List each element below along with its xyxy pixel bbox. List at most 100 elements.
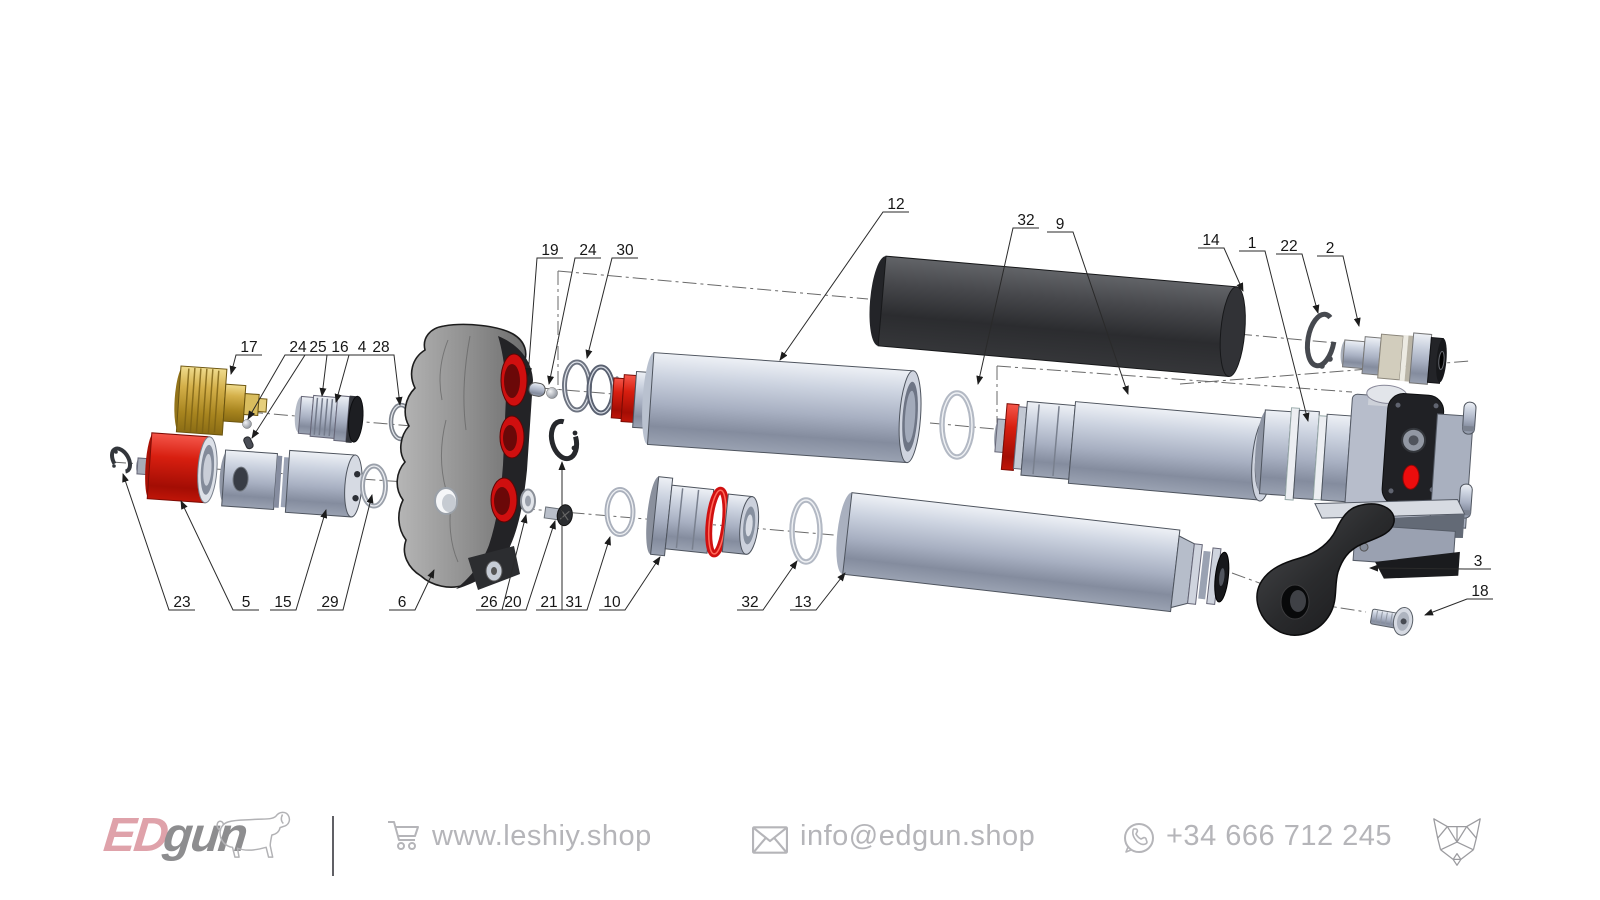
callout-4: 4 <box>358 339 367 356</box>
cart-icon <box>388 821 419 850</box>
leader-line <box>536 461 566 611</box>
callout-13: 13 <box>794 594 811 611</box>
part-31-oring <box>604 487 636 537</box>
part-18-screw <box>1369 606 1414 636</box>
email-link[interactable]: info@edgun.shop <box>800 820 1036 852</box>
part-2-fill-probe <box>1340 332 1447 385</box>
part-5-red-piston <box>135 432 218 504</box>
part-32-oring-bottom <box>789 497 823 565</box>
footer-divider <box>332 816 334 876</box>
leader-line <box>1198 247 1244 292</box>
callout-12: 12 <box>887 196 904 213</box>
callout-30: 30 <box>616 242 634 259</box>
leader-line <box>368 354 403 406</box>
callout-23: 23 <box>173 594 190 611</box>
callout-28: 28 <box>372 339 389 356</box>
part-16-4-hammer <box>294 394 364 443</box>
callout-32-top: 32 <box>1017 212 1034 229</box>
callout-21: 21 <box>540 594 557 611</box>
part-17-gold-cap <box>174 365 268 436</box>
leader-line <box>547 257 601 385</box>
callout-18: 18 <box>1471 583 1488 600</box>
leader-line <box>122 473 195 611</box>
leader-line <box>779 211 909 361</box>
website-link[interactable]: www.leshiy.shop <box>432 820 652 852</box>
part-24-ball-top <box>546 387 558 399</box>
callout-3: 3 <box>1474 553 1483 570</box>
callout-labels: 19 24 30 12 32 9 14 1 22 2 17 24 25 16 4… <box>173 196 1488 611</box>
exploded-diagram: 19 24 30 12 32 9 14 1 22 2 17 24 25 16 4… <box>109 196 1493 636</box>
callout-29: 29 <box>321 594 338 611</box>
leader-line <box>1239 250 1310 422</box>
leader-line <box>180 500 259 611</box>
leader-line <box>1276 253 1320 314</box>
callout-17: 17 <box>240 339 257 356</box>
leader-line <box>1424 598 1493 616</box>
leader-line <box>585 257 638 359</box>
part-14-shroud-tube <box>869 255 1246 378</box>
leader-line <box>317 494 374 611</box>
leader-lines <box>122 211 1493 616</box>
whatsapp-icon <box>1124 823 1154 853</box>
part-1-breech-block <box>1254 384 1477 579</box>
leader-line <box>790 572 846 611</box>
footer: EDgun www.leshiy.shop info@edgun.shop +3… <box>0 768 1600 900</box>
leader-line <box>251 354 331 439</box>
part-30-orings <box>562 359 616 416</box>
part-29-oring <box>360 463 388 509</box>
part-15-cylinder <box>219 449 363 518</box>
phone-link[interactable]: +34 666 712 245 <box>1166 820 1393 852</box>
callout-31: 31 <box>565 594 582 611</box>
part-32-oring-top <box>939 390 975 460</box>
leader-line <box>1317 255 1361 327</box>
centerlines <box>111 270 1471 613</box>
callout-1: 1 <box>1248 235 1257 252</box>
leader-line <box>599 556 661 611</box>
leader-line <box>976 227 1039 385</box>
part-21-circlip <box>548 418 580 462</box>
callout-22: 22 <box>1280 238 1297 255</box>
callout-26: 26 <box>480 594 497 611</box>
part-20-screw <box>543 504 573 527</box>
callout-24-left: 24 <box>289 339 307 356</box>
part-23-circlip <box>109 446 133 474</box>
callout-10: 10 <box>603 594 621 611</box>
callout-19: 19 <box>541 242 558 259</box>
callout-15: 15 <box>274 594 291 611</box>
part-24-ball <box>242 419 252 429</box>
part-13-barrel-tube <box>836 492 1230 613</box>
leader-line <box>334 354 375 403</box>
leader-line <box>1369 564 1491 572</box>
part-3-cocking-handle <box>1256 503 1395 636</box>
callout-32-bottom: 32 <box>741 594 758 611</box>
part-26-washer <box>520 488 536 514</box>
leader-line <box>737 560 798 611</box>
leader-line <box>319 354 353 397</box>
part-9-air-cylinder <box>994 400 1276 502</box>
part-12-tube <box>610 352 922 464</box>
leader-line <box>270 509 328 611</box>
leader-line <box>389 569 435 611</box>
fox-head-icon <box>1433 818 1481 866</box>
callout-25: 25 <box>309 339 326 356</box>
part-25-pin <box>243 436 254 450</box>
callout-24-top: 24 <box>579 242 597 259</box>
callout-2: 2 <box>1326 240 1335 257</box>
part-19-pin <box>528 382 546 397</box>
leader-line <box>229 354 262 375</box>
part-10-valve <box>646 476 760 558</box>
callout-6: 6 <box>398 594 407 611</box>
part-6-frame <box>396 323 533 590</box>
callout-5: 5 <box>242 594 251 611</box>
brand-primary: ED <box>101 809 170 862</box>
leader-line <box>500 520 556 611</box>
leader-line <box>561 536 611 611</box>
callout-9: 9 <box>1056 216 1065 233</box>
dog-silhouette-icon <box>216 811 291 858</box>
leader-line <box>525 257 563 377</box>
leader-line <box>1047 231 1129 395</box>
callout-16: 16 <box>331 339 348 356</box>
envelope-icon <box>752 826 788 854</box>
callout-14: 14 <box>1202 232 1220 249</box>
